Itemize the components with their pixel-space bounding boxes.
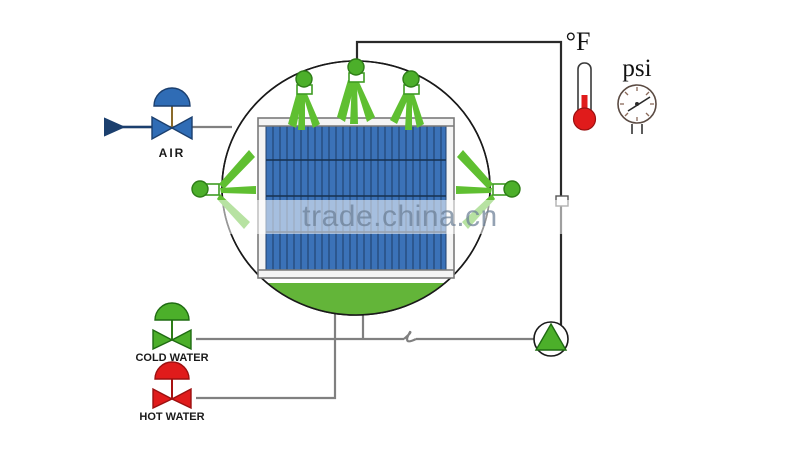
bottle-rack bbox=[257, 117, 455, 279]
cold-water-label: COLD WATER bbox=[135, 352, 208, 364]
watermark-text: trade.china.cn bbox=[302, 200, 497, 233]
spray-nozzle-top-left bbox=[288, 70, 320, 130]
pressure-unit-label: psi bbox=[622, 55, 651, 82]
cold-water-valve[interactable] bbox=[152, 302, 192, 351]
pipe-hot-water bbox=[196, 347, 337, 400]
pipe-header bbox=[355, 40, 563, 325]
spray-nozzle-top-center bbox=[337, 58, 375, 124]
vessel-liquid-pool bbox=[222, 283, 490, 315]
temperature-unit-label: °F bbox=[566, 27, 591, 56]
pressure-gauge bbox=[617, 84, 657, 134]
spray-nozzle-top-right bbox=[390, 70, 424, 130]
air-valve-label: AIR bbox=[159, 146, 186, 160]
watermark-band bbox=[170, 200, 570, 234]
circulation-pump[interactable] bbox=[533, 321, 569, 357]
pipe-crossover-jump bbox=[403, 330, 417, 343]
thermometer bbox=[572, 62, 597, 131]
pipe-network bbox=[104, 125, 536, 400]
air-valve[interactable] bbox=[151, 87, 193, 141]
hot-water-label: HOT WATER bbox=[139, 411, 204, 423]
hot-water-valve[interactable] bbox=[152, 361, 192, 410]
